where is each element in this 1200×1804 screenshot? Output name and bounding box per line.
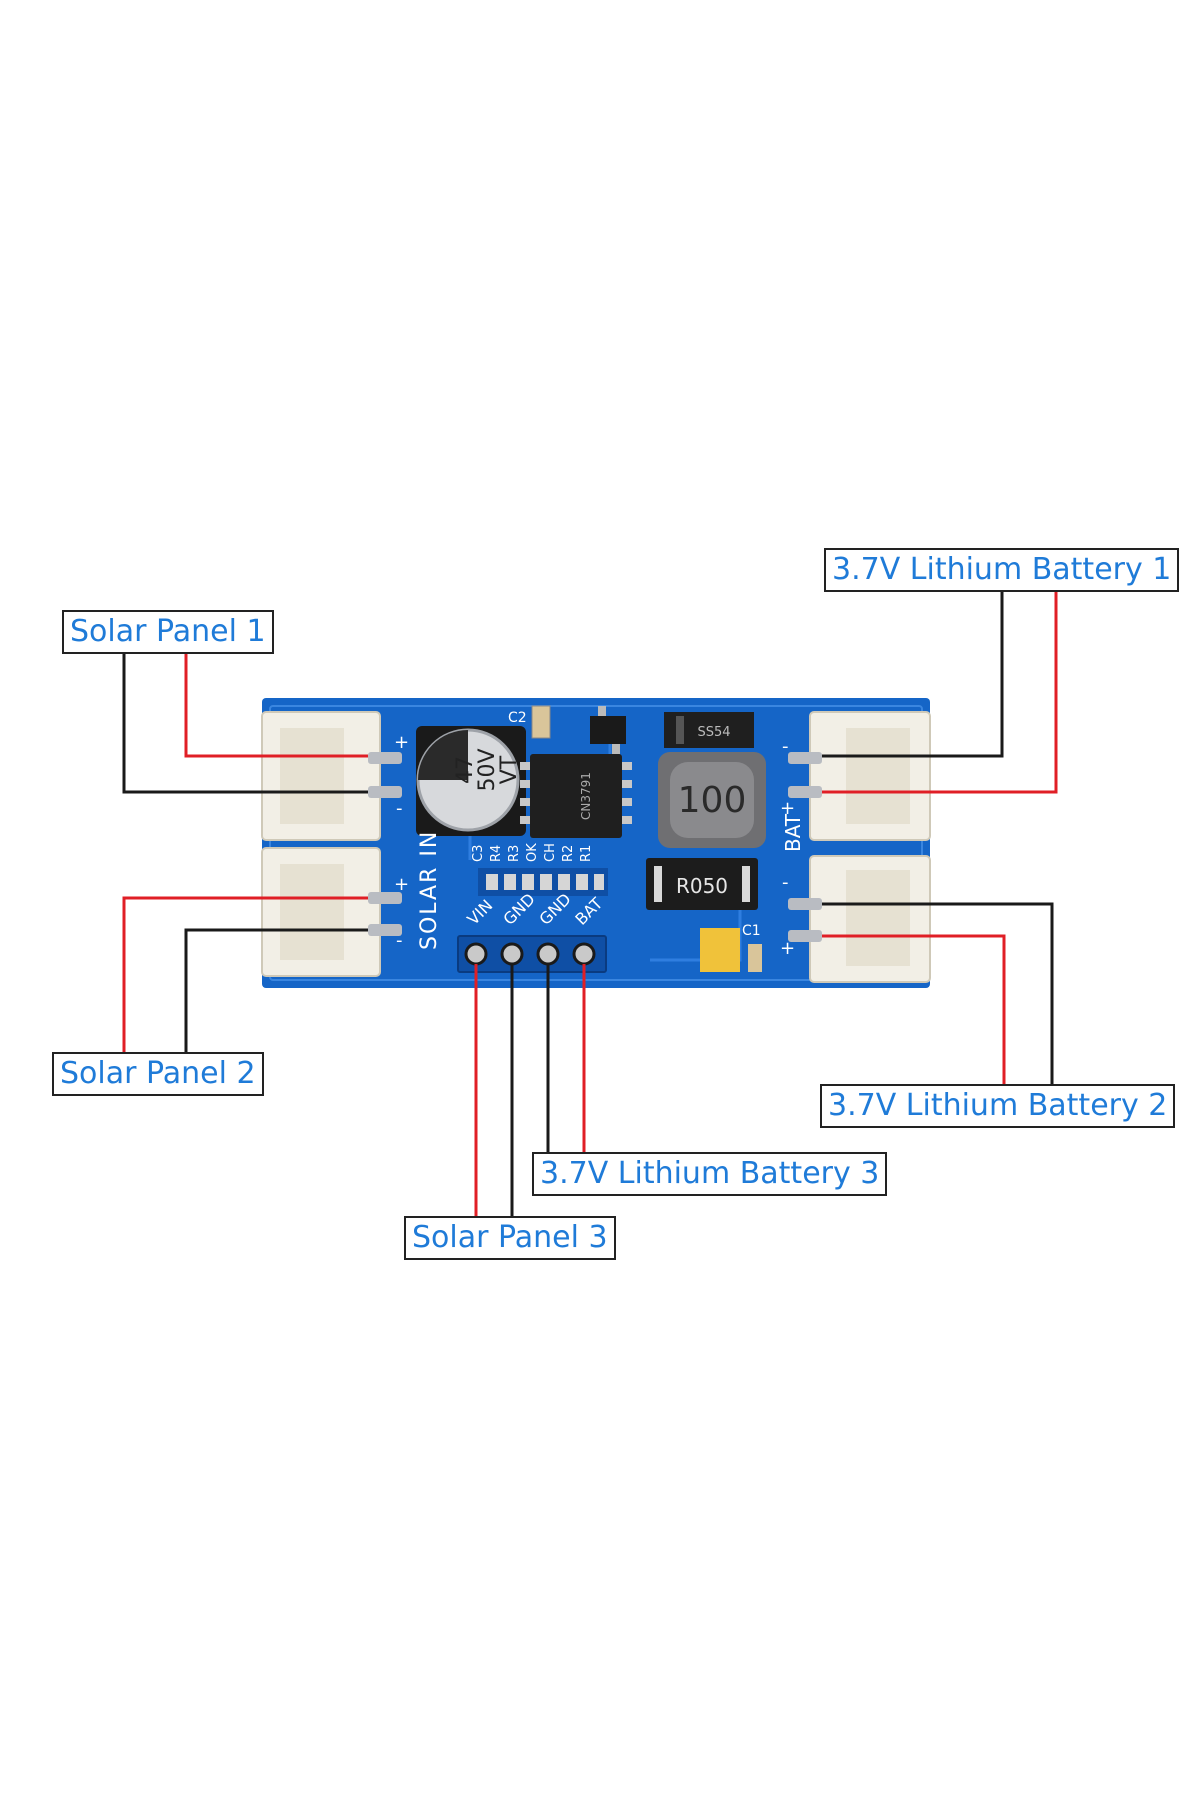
capacitor-c1: C1 — [700, 923, 762, 972]
diode-marking: SS54 — [697, 725, 730, 740]
silkscreen-bat: BAT — [781, 813, 805, 852]
wire-solar1-negative — [122, 648, 368, 794]
wires — [122, 590, 1058, 1218]
resistor-row: C3 R4 R3 OK CH R2 R1 — [471, 843, 608, 896]
connector-pin — [788, 930, 822, 942]
capacitor-marking-voltage: 50V — [475, 748, 500, 791]
capacitor-marking-series: VT — [497, 755, 522, 784]
wire-solar2-positive — [122, 896, 368, 1054]
connector-pin — [368, 924, 402, 936]
shunt-resistor: R050 — [646, 858, 758, 910]
polarity-minus: - — [782, 872, 789, 893]
label-r2: R2 — [561, 845, 576, 862]
pin-gnd — [536, 942, 560, 966]
connector-pin — [788, 752, 822, 764]
connector-pin — [788, 786, 822, 798]
label-r3: R3 — [507, 845, 522, 862]
battery-connector-1 — [788, 711, 931, 841]
label-c1: C1 — [742, 923, 761, 939]
shunt-marking: R050 — [676, 874, 728, 898]
wire-solar1-positive — [184, 648, 368, 758]
pin-gnd — [500, 942, 524, 966]
wire-solar2-negative — [184, 928, 368, 1054]
pin-vin — [464, 942, 488, 966]
charger-ic: CN3791 — [520, 754, 632, 838]
polarity-minus: - — [782, 736, 789, 757]
polarity-plus: + — [780, 798, 795, 819]
callout-battery-2: 3.7V Lithium Battery 2 — [820, 1084, 1176, 1128]
callout-solar-panel-1: Solar Panel 1 — [62, 610, 274, 654]
callout-solar-panel-2: Solar Panel 2 — [52, 1052, 264, 1096]
callout-battery-1: 3.7V Lithium Battery 1 — [824, 548, 1180, 592]
polarity-plus: + — [780, 938, 795, 959]
connector-pin — [788, 898, 822, 910]
polarity-minus: - — [396, 930, 403, 951]
ic-marking: CN3791 — [579, 772, 593, 820]
label-ch: CH — [543, 843, 558, 862]
capacitor-marking-value: 47 — [453, 756, 478, 784]
label-r4: R4 — [489, 845, 504, 862]
solar-connector-1 — [261, 711, 402, 841]
power-inductor: 100 — [658, 752, 766, 848]
pin-bat — [572, 942, 596, 966]
transistor — [590, 706, 626, 754]
silkscreen-solar-in: SOLAR IN — [417, 830, 442, 950]
polarity-plus: + — [394, 874, 409, 895]
inductor-marking: 100 — [678, 780, 747, 821]
label-c3: C3 — [471, 845, 486, 862]
connector-pin — [368, 786, 402, 798]
connector-pin — [368, 752, 402, 764]
electrolytic-capacitor: 47 50V VT — [416, 726, 526, 836]
callout-battery-3: 3.7V Lithium Battery 3 — [532, 1152, 888, 1196]
solar-connector-2 — [261, 847, 402, 977]
callout-solar-panel-3: Solar Panel 3 — [404, 1216, 616, 1260]
pcb-edge-trace — [269, 705, 923, 981]
label-r1: R1 — [579, 845, 594, 862]
polarity-minus: - — [396, 798, 403, 819]
label-ok: OK — [525, 843, 540, 862]
label-c2: C2 — [508, 710, 527, 726]
connector-pin — [368, 892, 402, 904]
wire-battery2-positive — [822, 934, 1006, 1086]
battery-connector-2 — [788, 855, 931, 983]
schottky-diode: SS54 — [664, 712, 754, 748]
wire-battery2-negative — [822, 902, 1054, 1086]
wire-battery1-positive — [822, 590, 1058, 794]
polarity-plus: + — [394, 732, 409, 753]
capacitor-c2: C2 — [508, 705, 551, 739]
wire-battery1-negative — [822, 590, 1004, 758]
